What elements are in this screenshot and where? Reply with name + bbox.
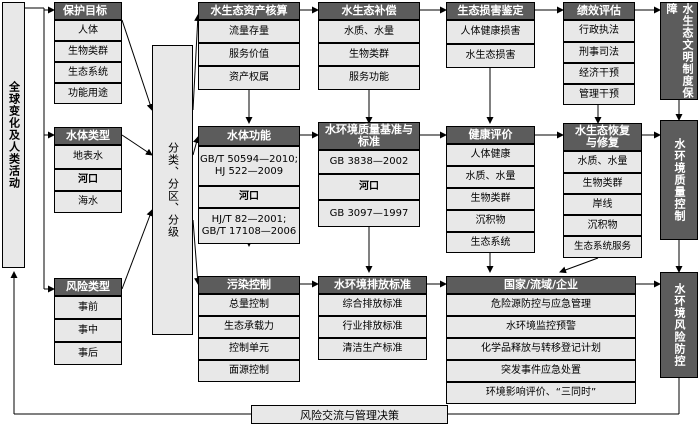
eco-compensation-item: 水质、水量: [318, 20, 420, 43]
water-type-item: 河口: [54, 169, 122, 191]
performance-item: 经济干预: [563, 63, 635, 84]
eco-compensation-header: 水生态补偿: [318, 2, 420, 20]
restoration-header: 水生态恢复与修复: [563, 123, 642, 151]
protect-target-item: 生态系统: [54, 62, 122, 83]
risk-prevention-label: 水环境风险防控: [673, 283, 686, 367]
quality-control-box: 水环境质量控制: [660, 120, 698, 240]
national-item: 危险源防控与应急管理: [446, 294, 636, 316]
protect-target-item: 人体: [54, 20, 122, 41]
eco-civilization-label: 水生态文明制度保障: [665, 3, 694, 99]
water-function-std: GB/T 17108—2006: [201, 226, 297, 237]
risk-type-header: 风险类型: [54, 278, 122, 296]
performance-header: 绩效评估: [563, 2, 635, 20]
risk-communication-banner: 风险交流与管理决策: [251, 405, 448, 424]
risk-prevention-box: 水环境风险防控: [660, 272, 698, 378]
national-item: 水环境监控预警: [446, 316, 636, 338]
damage-assessment-header: 生态损害鉴定: [446, 2, 535, 20]
water-function-std: HJ 522—2009: [214, 166, 284, 177]
quality-standard-header: 水环境质量基准与标准: [318, 122, 420, 150]
discharge-standard-item: 综合排放标准: [318, 294, 427, 316]
eco-civilization-box: 水生态文明制度保障: [660, 2, 698, 100]
protect-target-item: 生物类群: [54, 41, 122, 62]
quality-control-label: 水环境质量控制: [673, 138, 686, 222]
restoration-item: 生物类群: [563, 173, 642, 194]
quality-standard-item: GB 3838—2002: [318, 150, 420, 174]
asset-accounting-header: 水生态资产核算: [198, 2, 300, 20]
water-function-std-group-2: HJ/T 82—2001; GB/T 17108—2006: [198, 208, 300, 244]
health-evaluation-item: 人体健康: [446, 144, 535, 166]
restoration-item: 沉积物: [563, 215, 642, 236]
risk-type-item: 事后: [54, 342, 122, 365]
asset-accounting-item: 服务价值: [198, 43, 300, 66]
classify-label: 分类、分区、分级: [166, 142, 180, 238]
pollution-control-item: 生态承载力: [198, 316, 300, 338]
discharge-standard-item: 行业排放标准: [318, 316, 427, 338]
eco-compensation-item: 服务功能: [318, 66, 420, 90]
eco-compensation-item: 生物类群: [318, 43, 420, 66]
quality-standard-estuary: 河口: [318, 174, 420, 200]
water-function-std: GB/T 50594—2010;: [200, 154, 298, 165]
pollution-control-header: 污染控制: [198, 276, 300, 294]
water-type-item: 地表水: [54, 145, 122, 169]
pollution-control-item: 总量控制: [198, 294, 300, 316]
national-header: 国家/流域/企业: [446, 276, 636, 294]
water-type-item: 海水: [54, 191, 122, 213]
global-change-label: 全球变化及人类活动: [7, 81, 21, 189]
restoration-item: 水质、水量: [563, 151, 642, 173]
protect-target-item: 功能用途: [54, 83, 122, 104]
water-function-std-group-1: GB/T 50594—2010; HJ 522—2009: [198, 146, 300, 186]
risk-type-item: 事前: [54, 296, 122, 319]
restoration-item: 生态系统服务: [563, 236, 642, 258]
protect-target-header: 保护目标: [54, 2, 122, 20]
damage-assessment-item: 水生态损害: [446, 44, 535, 68]
discharge-standard-item: 清洁生产标准: [318, 338, 427, 360]
performance-item: 刑事司法: [563, 42, 635, 63]
national-item: 突发事件应急处置: [446, 360, 636, 382]
health-evaluation-header: 健康评价: [446, 126, 535, 144]
health-evaluation-item: 生态系统: [446, 232, 535, 253]
health-evaluation-item: 沉积物: [446, 210, 535, 232]
asset-accounting-item: 流量存量: [198, 20, 300, 43]
national-item: 化学品释放与转移登记计划: [446, 338, 636, 360]
global-change-box: 全球变化及人类活动: [2, 2, 25, 268]
restoration-item: 岸线: [563, 194, 642, 215]
discharge-standard-header: 水环境排放标准: [318, 276, 427, 294]
damage-assessment-item: 人体健康损害: [446, 20, 535, 44]
health-evaluation-item: 水质、水量: [446, 166, 535, 188]
pollution-control-item: 面源控制: [198, 360, 300, 382]
performance-item: 管理干预: [563, 84, 635, 105]
performance-item: 行政执法: [563, 20, 635, 42]
health-evaluation-item: 生物类群: [446, 188, 535, 210]
pollution-control-item: 控制单元: [198, 338, 300, 360]
water-function-std: HJ/T 82—2001;: [211, 214, 287, 225]
water-function-estuary: 河口: [198, 186, 300, 208]
water-function-header: 水体功能: [198, 126, 300, 146]
risk-type-item: 事中: [54, 319, 122, 342]
quality-standard-item: GB 3097—1997: [318, 200, 420, 227]
asset-accounting-item: 资产权属: [198, 66, 300, 90]
national-item: 环境影响评价、“三同时”: [446, 382, 636, 404]
water-type-header: 水体类型: [54, 127, 122, 145]
classify-box: 分类、分区、分级: [152, 45, 193, 335]
